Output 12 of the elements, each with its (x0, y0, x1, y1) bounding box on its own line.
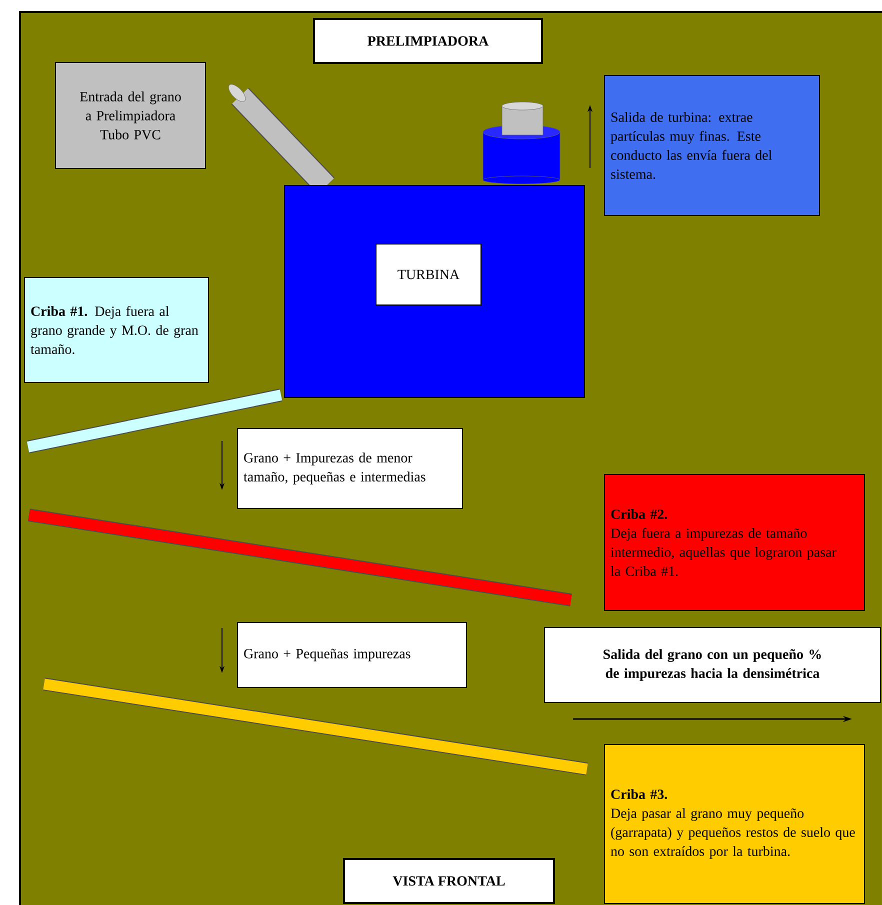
flow-note-box: Grano + Pequeñas impurezas (237, 622, 467, 688)
sieve-note-box: Criba #3. Deja pasar al grano muy pequeño (garrapata) y pequeños restos de suelo que no son extraídos por la turbina. (604, 744, 865, 904)
flow-note-box: Grano + Impurezas de menor tamaño, pequeñas e intermedias (237, 428, 463, 509)
outlet-note-box: Salida de turbina: extrae partículas muy finas. Este conducto las envía fuera del sistema. (604, 75, 820, 216)
sieve-note-box: Criba #1. Deja fuera al grano grande y M.O. de gran tamaño. (24, 277, 209, 383)
turbine-label-box: TURBINA (376, 244, 482, 306)
inlet-label-box: Entrada del grano a Prelimpiadora Tubo PVC (55, 62, 206, 169)
turbine-body (284, 185, 585, 398)
caption-box: VISTA FRONTAL (343, 858, 555, 904)
sieve-note-box: Criba #2. Deja fuera a impurezas de tamaño intermedio, aquellas que lograron pasar la Criba #1. (604, 474, 865, 611)
outlet-note-box: Salida del grano con un pequeño % de impurezas hacia la densimétrica (544, 627, 881, 703)
title-box: PRELIMPIADORA (313, 18, 543, 64)
